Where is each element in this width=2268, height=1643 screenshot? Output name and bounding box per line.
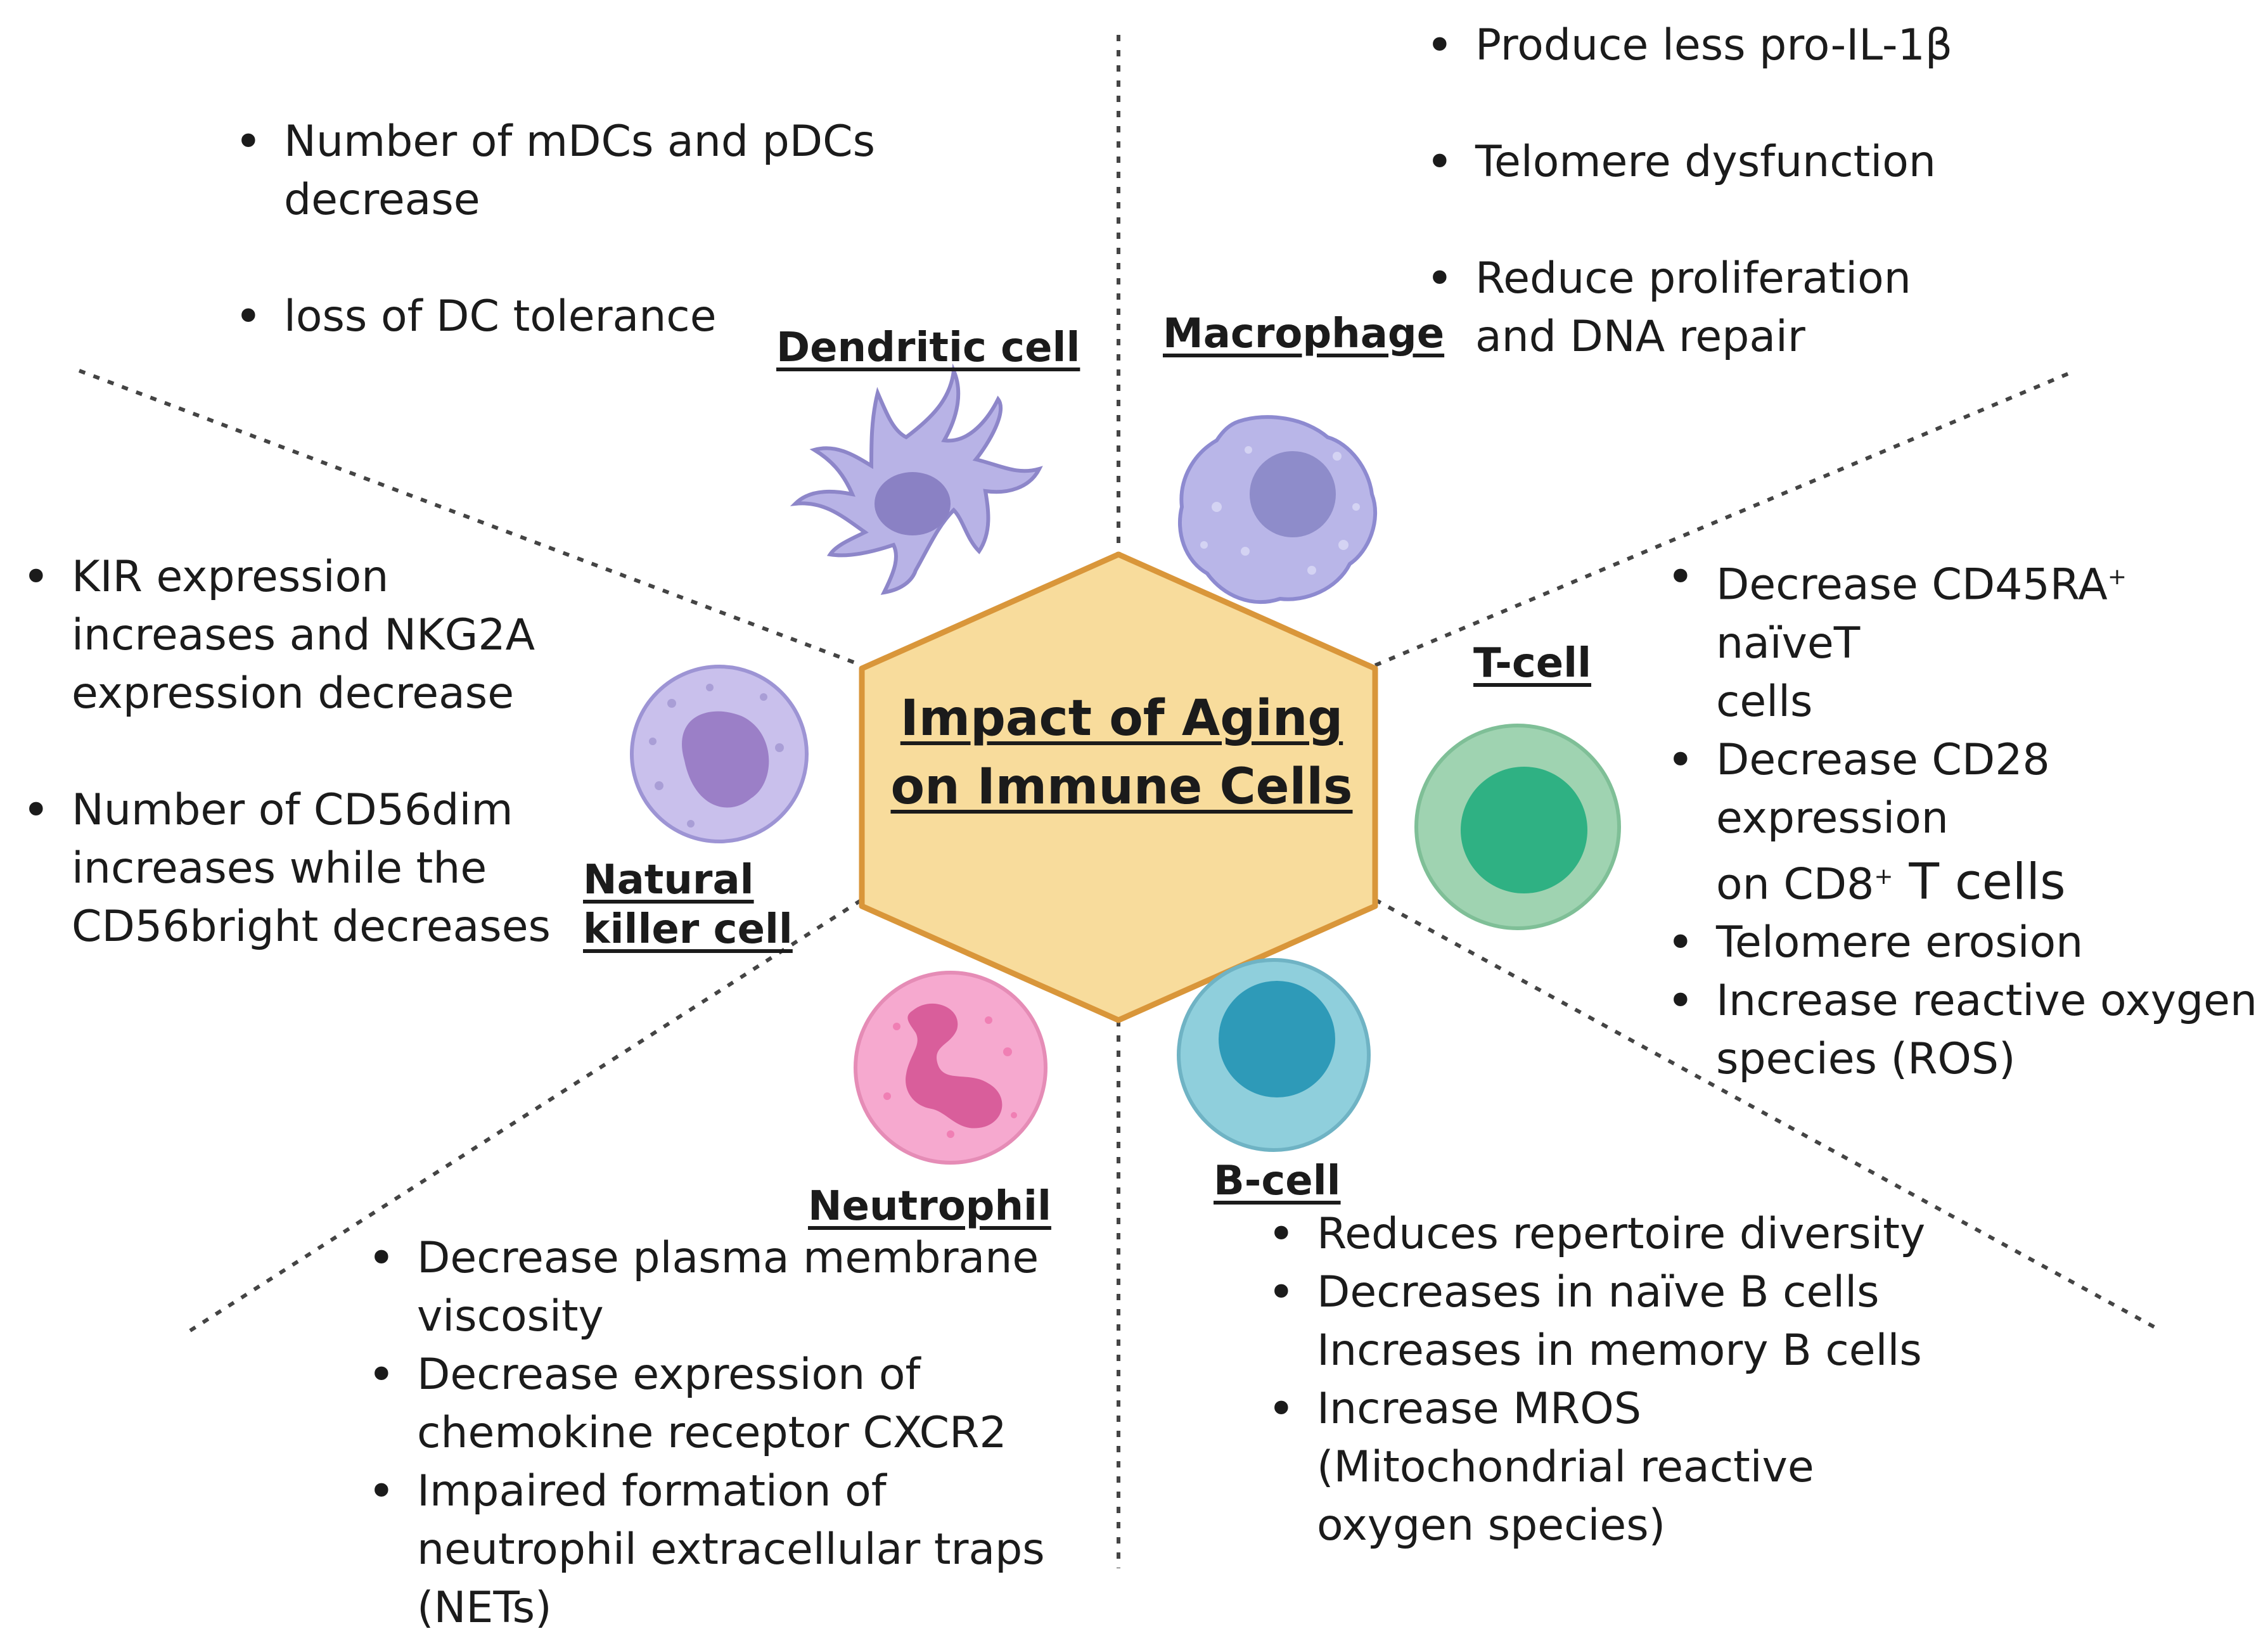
- divider-upper-right: [1374, 369, 2077, 667]
- neutrophil-nucleus: [906, 1003, 1003, 1128]
- macrophage-label: Macrophage: [1163, 310, 1445, 357]
- b-cell-nucleus: [1219, 981, 1335, 1097]
- neutrophil-illustration: [854, 971, 1048, 1165]
- b-cell-bullets: Reduces repertoire diversity Decreases i…: [1261, 1205, 1925, 1555]
- nk-cell-illustration: [630, 665, 809, 843]
- t-cell-label: T-cell: [1473, 640, 1592, 687]
- neutrophil-label: Neutrophil: [808, 1183, 1051, 1230]
- macrophage-nucleus: [1250, 451, 1336, 537]
- b-cell-label: B-cell: [1214, 1158, 1341, 1205]
- dendritic-bullet-2: loss of DC tolerance: [228, 288, 875, 346]
- t-cell-bullet-3: Telomere erosion: [1660, 914, 2268, 972]
- macrophage-bullets: Produce less pro-IL-1β Telomere dysfunct…: [1419, 16, 1952, 366]
- macrophage-illustration: [1178, 415, 1378, 604]
- macrophage-bullet-1: Produce less pro-IL-1β: [1419, 16, 1952, 75]
- divider-lower-left: [189, 898, 863, 1333]
- macrophage-bullet-2: Telomere dysfunction: [1419, 133, 1952, 191]
- divider-lines: [78, 35, 2162, 1568]
- center-title: Impact of Aging on Immune Cells: [875, 684, 1369, 821]
- t-cell-illustration: [1414, 724, 1621, 930]
- nk-nucleus: [682, 711, 769, 808]
- center-title-line-1: Impact of Aging: [900, 690, 1343, 747]
- center-hexagon: [859, 551, 1378, 1023]
- dendritic-cell-illustration: [790, 363, 1043, 595]
- dendritic-nucleus: [875, 472, 951, 535]
- center-title-line-2: on Immune Cells: [890, 758, 1353, 815]
- t-cell-nucleus: [1461, 767, 1587, 893]
- divider-upper-left: [78, 369, 863, 667]
- b-cell-illustration: [1177, 958, 1371, 1152]
- divider-lower-right: [1374, 898, 2162, 1333]
- b-cell-bullet-1: Reduces repertoire diversity: [1261, 1205, 1925, 1263]
- b-cell-bullet-3: Increase MROS(Mitochondrial reactiveoxyg…: [1261, 1380, 1925, 1555]
